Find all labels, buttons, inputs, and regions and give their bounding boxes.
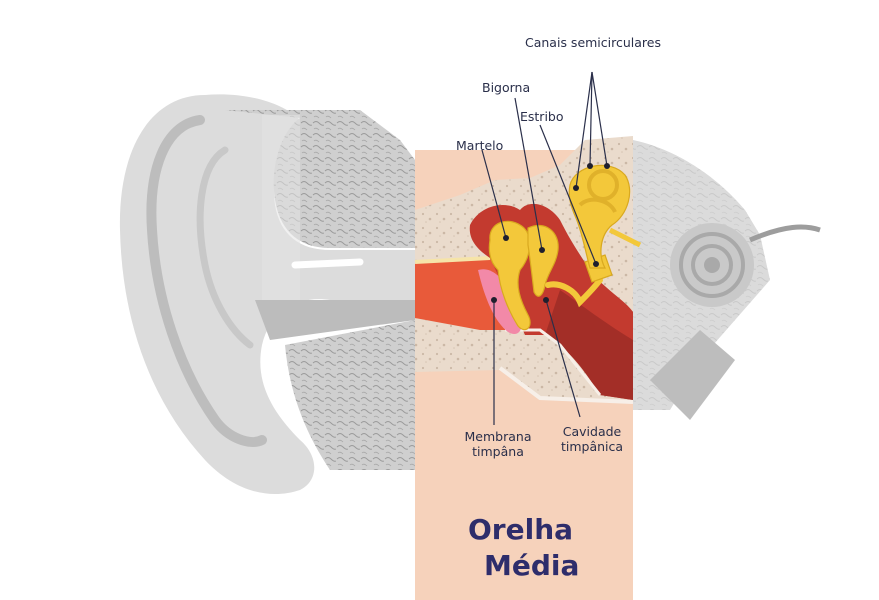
inner-ear-grey (633, 140, 821, 420)
label-canais-semicirculares: Canais semicirculares (525, 35, 661, 50)
label-membrana-line2: timpâna (472, 444, 524, 459)
leader-lines (481, 71, 608, 425)
label-bigorna: Bigorna (482, 80, 531, 95)
title-line2: Média (484, 549, 580, 582)
label-cavidade-timpanica: Cavidade timpânica (552, 424, 632, 454)
title-line1: Orelha (468, 513, 574, 546)
eardrum (478, 269, 522, 335)
ossicles (488, 164, 642, 331)
outer-bone (225, 110, 415, 470)
label-estribo: Estribo (520, 109, 564, 124)
label-membrana-timpana: Membrana timpâna (458, 429, 538, 459)
label-membrana-line1: Membrana (464, 429, 532, 444)
label-cavidade-line1: Cavidade (562, 424, 622, 439)
leader-dots (491, 163, 610, 303)
label-martelo: Martelo (456, 138, 504, 153)
label-cavidade-line2: timpânica (560, 439, 624, 454)
